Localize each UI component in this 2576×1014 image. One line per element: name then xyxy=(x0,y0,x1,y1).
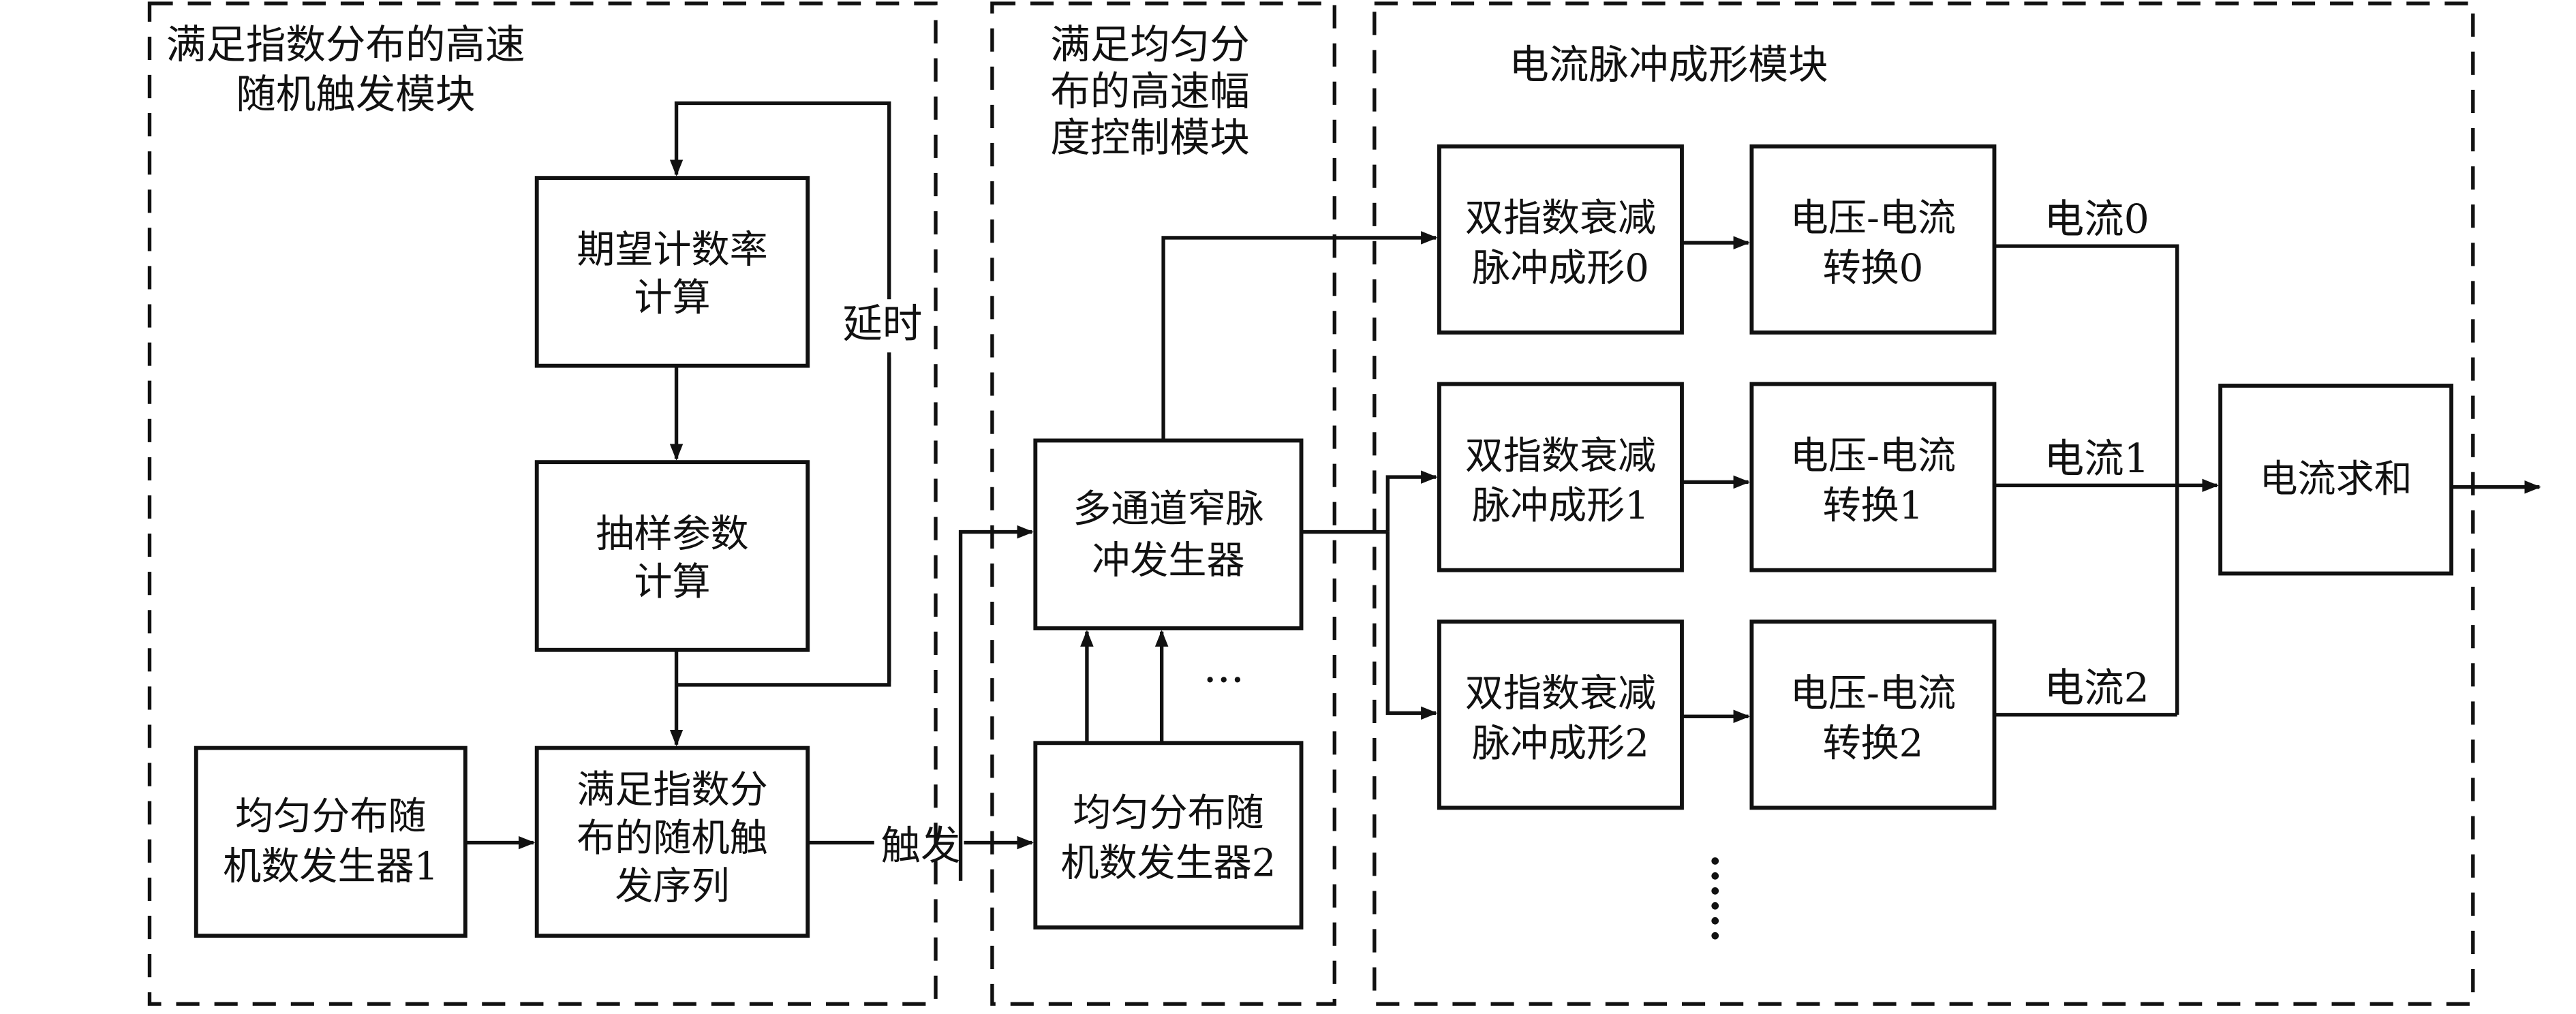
module-random-trigger-frame xyxy=(147,1,938,1006)
svg-text:双指数衰减: 双指数衰减 xyxy=(1465,672,1656,716)
block-shaping-1: 双指数衰减 脉冲成形1 xyxy=(1437,382,1684,572)
module-amplitude-control-frame xyxy=(990,1,1336,1006)
svg-text:均匀分布随: 均匀分布随 xyxy=(235,795,426,839)
block-rng2: 均匀分布随 机数发生器2 xyxy=(1033,741,1304,929)
block-shaping-0: 双指数衰减 脉冲成形0 xyxy=(1437,144,1684,335)
block-sampling-params: 抽样参数 计算 xyxy=(534,460,810,652)
label-trigger: 触发 xyxy=(881,823,961,869)
arrow-trigger-to-narrow-pulse xyxy=(958,525,1034,881)
svg-text:双指数衰减: 双指数衰减 xyxy=(1465,434,1656,478)
block-v2i-2: 电压-电流 转换2 xyxy=(1749,619,1997,810)
module-random-trigger-title: 满足指数分布的高速 xyxy=(166,22,525,68)
ellipsis-channels: ··· xyxy=(1203,655,1244,705)
svg-text:多通道窄脉: 多通道窄脉 xyxy=(1073,487,1263,532)
label-delay: 延时 xyxy=(842,301,922,347)
svg-text:电压-电流: 电压-电流 xyxy=(1790,196,1956,241)
svg-text:电压-电流: 电压-电流 xyxy=(1790,434,1956,478)
svg-text:布的随机触: 布的随机触 xyxy=(577,816,767,861)
module-amplitude-title-3: 度控制模块 xyxy=(1050,114,1250,161)
label-current-2: 电流2 xyxy=(2044,664,2149,711)
svg-text:满足指数分: 满足指数分 xyxy=(577,768,767,812)
svg-text:计算: 计算 xyxy=(634,276,710,320)
module-amplitude-title-2: 布的高速幅 xyxy=(1050,68,1250,114)
svg-text:脉冲成形0: 脉冲成形0 xyxy=(1472,246,1649,290)
svg-text:机数发生器1: 机数发生器1 xyxy=(223,844,438,889)
svg-text:转换2: 转换2 xyxy=(1823,722,1924,766)
module-amplitude-title-1: 满足均匀分 xyxy=(1050,22,1250,68)
svg-text:期望计数率: 期望计数率 xyxy=(577,228,767,273)
arrow-narrow-to-shaping0 xyxy=(1161,231,1438,441)
block-current-sum: 电流求和 xyxy=(2218,384,2454,576)
wire-current0 xyxy=(1994,244,2179,715)
block-expected-rate: 期望计数率 计算 xyxy=(534,176,810,368)
svg-text:计算: 计算 xyxy=(634,560,710,604)
svg-text:电压-电流: 电压-电流 xyxy=(1790,672,1956,716)
svg-text:抽样参数: 抽样参数 xyxy=(596,512,748,557)
module-pulse-shaping-title: 电流脉冲成形模块 xyxy=(1509,42,1828,88)
wire-delay-feedback xyxy=(676,357,891,687)
svg-text:均匀分布随: 均匀分布随 xyxy=(1073,791,1263,835)
arrow-narrow-to-shaping1 xyxy=(1385,470,1438,532)
svg-text:机数发生器2: 机数发生器2 xyxy=(1060,841,1276,885)
svg-text:脉冲成形2: 脉冲成形2 xyxy=(1472,722,1649,766)
ellipsis-more-channels xyxy=(1711,857,1719,940)
block-shaping-2: 双指数衰减 脉冲成形2 xyxy=(1437,619,1684,810)
arrow-narrow-to-shaping2 xyxy=(1385,532,1438,720)
svg-text:发序列: 发序列 xyxy=(615,865,729,909)
svg-text:转换1: 转换1 xyxy=(1823,484,1924,528)
svg-text:冲发生器: 冲发生器 xyxy=(1092,539,1244,583)
block-v2i-0: 电压-电流 转换0 xyxy=(1749,144,1997,335)
block-narrow-pulse-generator: 多通道窄脉 冲发生器 xyxy=(1033,438,1304,630)
svg-text:电流求和: 电流求和 xyxy=(2259,457,2412,502)
svg-text:脉冲成形1: 脉冲成形1 xyxy=(1472,484,1649,528)
svg-text:双指数衰减: 双指数衰减 xyxy=(1465,196,1656,241)
module-random-trigger-title-2: 随机触发模块 xyxy=(236,72,475,118)
block-rng1: 均匀分布随 机数发生器1 xyxy=(194,746,467,938)
svg-text:转换0: 转换0 xyxy=(1823,246,1924,290)
block-v2i-1: 电压-电流 转换1 xyxy=(1749,382,1997,572)
label-current-0: 电流0 xyxy=(2044,196,2149,243)
block-trigger-sequence: 满足指数分 布的随机触 发序列 xyxy=(534,746,810,938)
label-current-1: 电流1 xyxy=(2044,435,2149,482)
module-pulse-shaping-frame xyxy=(1373,1,2475,1006)
